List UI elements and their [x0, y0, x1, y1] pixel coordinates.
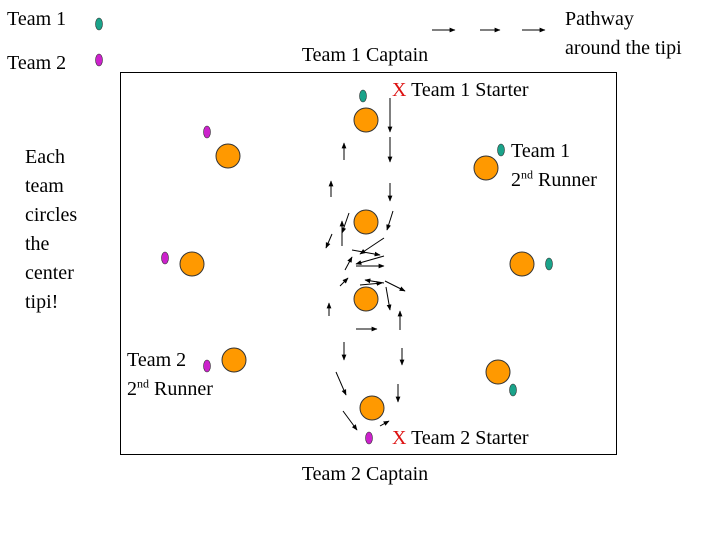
team2-player-marker — [161, 251, 169, 265]
team2-runner-label-line2: 2nd Runner — [127, 376, 213, 400]
team2-player-marker — [203, 125, 211, 139]
team2-starter-label: X Team 2 Starter — [392, 424, 529, 453]
team1-runner-label-line1: Team 1 — [511, 140, 571, 162]
team2-starter-marker: X — [392, 427, 407, 449]
team2-player-marker — [203, 359, 211, 373]
side-note-line: the — [25, 233, 50, 255]
team1-starter-text: Team 1 Starter — [411, 79, 529, 101]
team1-player-marker — [359, 89, 367, 103]
team1-player-marker — [545, 257, 553, 271]
tipi-circle — [179, 251, 205, 277]
team1-player-marker — [95, 17, 103, 31]
pathway-arrow — [364, 278, 385, 284]
pathway-arrow — [325, 233, 333, 249]
tipi-circle — [215, 143, 241, 169]
pathway-arrow — [384, 280, 406, 292]
side-note: Each team circles the center tipi! — [25, 143, 77, 317]
side-note-line: tipi! — [25, 291, 59, 313]
tipi-circle — [353, 107, 379, 133]
legend-team1-label: Team 1 — [7, 8, 67, 30]
pathway-arrow — [386, 210, 394, 231]
pathway-arrow — [359, 281, 383, 286]
team1-player-marker — [497, 143, 505, 157]
pathway-arrow — [359, 237, 385, 255]
side-note-line: team — [25, 175, 64, 197]
legend-pathway-label-line1: Pathway — [565, 8, 634, 30]
pathway-arrow — [341, 212, 350, 234]
pathway-arrow — [344, 256, 353, 271]
tipi-circle — [473, 155, 499, 181]
team1-runner-label-line2: 2nd Runner — [511, 167, 597, 191]
team2-starter-text: Team 2 Starter — [411, 427, 529, 449]
team2-captain-label: Team 2 Captain — [301, 463, 429, 485]
pathway-arrow — [351, 249, 381, 257]
pathway-arrow — [335, 371, 347, 396]
tipi-circle — [485, 359, 511, 385]
pathway-arrow — [342, 410, 358, 431]
legend-pathway-label-line2: around the tipi — [565, 37, 682, 59]
tipi-circle — [221, 347, 247, 373]
pathway-arrow — [339, 277, 349, 287]
team1-player-marker — [509, 383, 517, 397]
side-note-line: center — [25, 262, 74, 284]
team1-captain-label: Team 1 Captain — [301, 44, 429, 66]
tipi-circle — [509, 251, 535, 277]
pathway-arrow — [379, 420, 390, 427]
team1-starter-marker: X — [392, 79, 407, 101]
tipi-circle — [353, 286, 379, 312]
tipi-circle — [353, 209, 379, 235]
tipi-circle — [359, 395, 385, 421]
team2-player-marker — [95, 53, 103, 67]
playing-field — [120, 72, 617, 455]
side-note-line: Each — [25, 146, 65, 168]
team2-player-marker — [365, 431, 373, 445]
pathway-arrow — [355, 255, 385, 265]
side-note-line: circles — [25, 204, 78, 226]
team2-runner-label-line1: Team 2 — [127, 349, 187, 371]
legend-team2-label: Team 2 — [7, 52, 67, 74]
team1-starter-label: X Team 1 Starter — [392, 76, 529, 105]
pathway-arrow — [385, 286, 392, 311]
